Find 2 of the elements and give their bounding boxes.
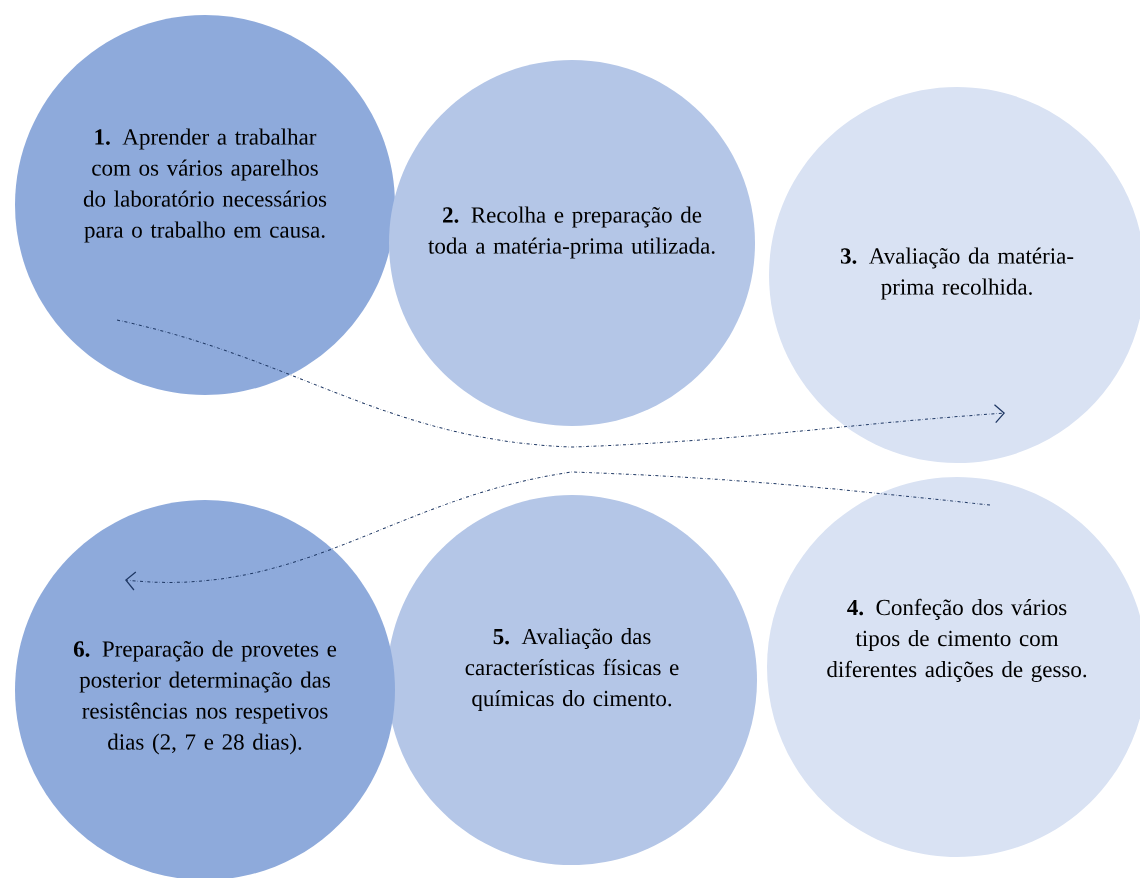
arrow bbox=[125, 471, 991, 591]
arrow bbox=[116, 319, 1005, 448]
